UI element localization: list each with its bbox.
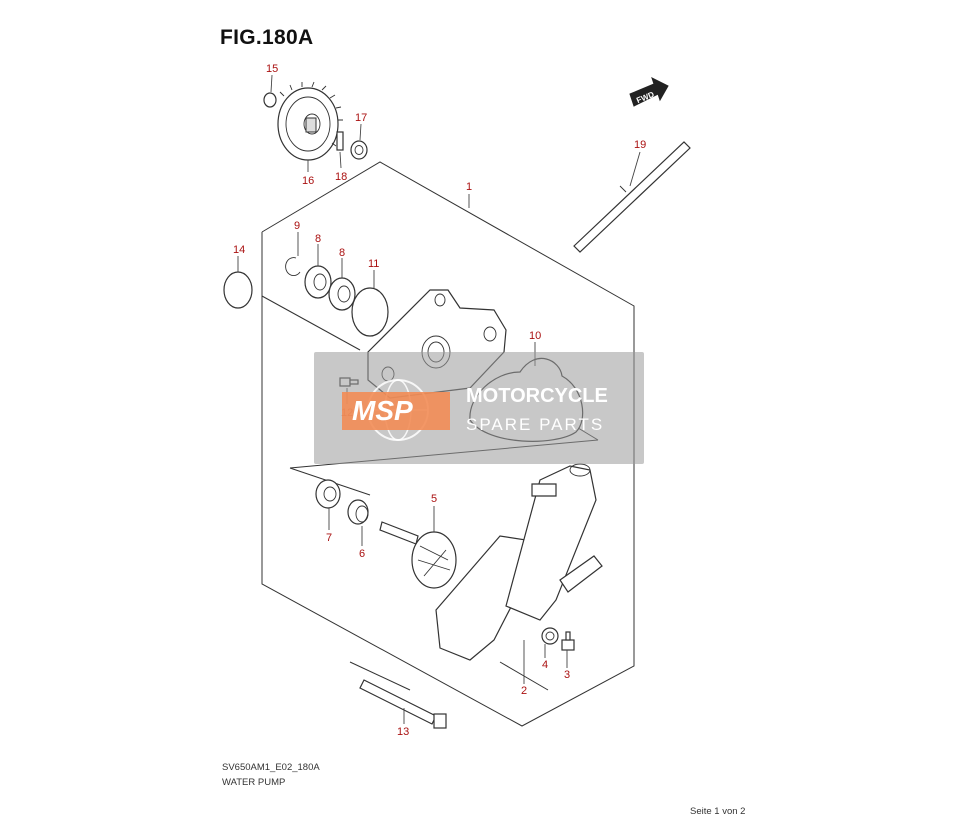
washer-icon <box>350 140 368 160</box>
callout-15: 15 <box>266 63 278 75</box>
figure-title: FIG.180A <box>220 26 314 49</box>
bearing-icon <box>328 277 356 311</box>
mechanical-seal-icon <box>347 499 369 525</box>
watermark-line1: MOTORCYCLE <box>466 385 608 407</box>
bearing-icon <box>304 265 332 299</box>
callout-11: 11 <box>368 258 379 270</box>
leader-lines <box>237 74 641 724</box>
callout-1: 1 <box>466 181 472 193</box>
o-ring-icon <box>351 287 389 337</box>
callout-16: 16 <box>302 175 314 187</box>
long-bolt-icon <box>359 679 447 729</box>
callout-18: 18 <box>335 171 347 183</box>
callout-7: 7 <box>326 532 332 544</box>
callout-labels: 15 17 16 18 19 1 9 8 8 11 14 10 12 5 7 6… <box>233 63 646 738</box>
watermark-badge-text: MSP <box>352 395 413 426</box>
pin-icon <box>336 131 344 151</box>
callout-2: 2 <box>521 685 527 697</box>
pump-body-icon <box>435 463 603 661</box>
watermark-line2: SPARE PARTS <box>466 415 604 434</box>
o-ring-icon <box>223 271 253 309</box>
model-code: SV650AM1_E02_180A <box>222 762 320 773</box>
callout-9: 9 <box>294 220 300 232</box>
snap-ring-icon <box>285 257 301 276</box>
watermark-badge <box>342 392 450 430</box>
fwd-arrow-icon: FWD <box>629 77 669 107</box>
impeller-icon <box>379 521 457 589</box>
drive-gear-icon <box>277 81 343 161</box>
callout-8a: 8 <box>315 233 321 245</box>
bolt-icon <box>561 631 575 651</box>
washer-icon <box>541 627 559 645</box>
callout-6: 6 <box>359 548 365 560</box>
callout-4: 4 <box>542 659 548 671</box>
oil-seal-icon <box>315 479 341 509</box>
circlip-icon <box>263 92 277 108</box>
callout-10: 10 <box>529 330 541 342</box>
callout-8b: 8 <box>339 247 345 259</box>
callout-13: 13 <box>397 726 409 738</box>
callout-14: 14 <box>233 244 245 256</box>
callout-3: 3 <box>564 669 570 681</box>
hose-icon <box>573 141 691 253</box>
watermark: MSP MOTORCYCLE SPARE PARTS <box>314 352 644 464</box>
page-number: Seite 1 von 2 <box>690 806 746 817</box>
callout-19: 19 <box>634 139 646 151</box>
callout-17: 17 <box>355 112 367 124</box>
section-name: WATER PUMP <box>222 777 286 788</box>
callout-5: 5 <box>431 493 437 505</box>
